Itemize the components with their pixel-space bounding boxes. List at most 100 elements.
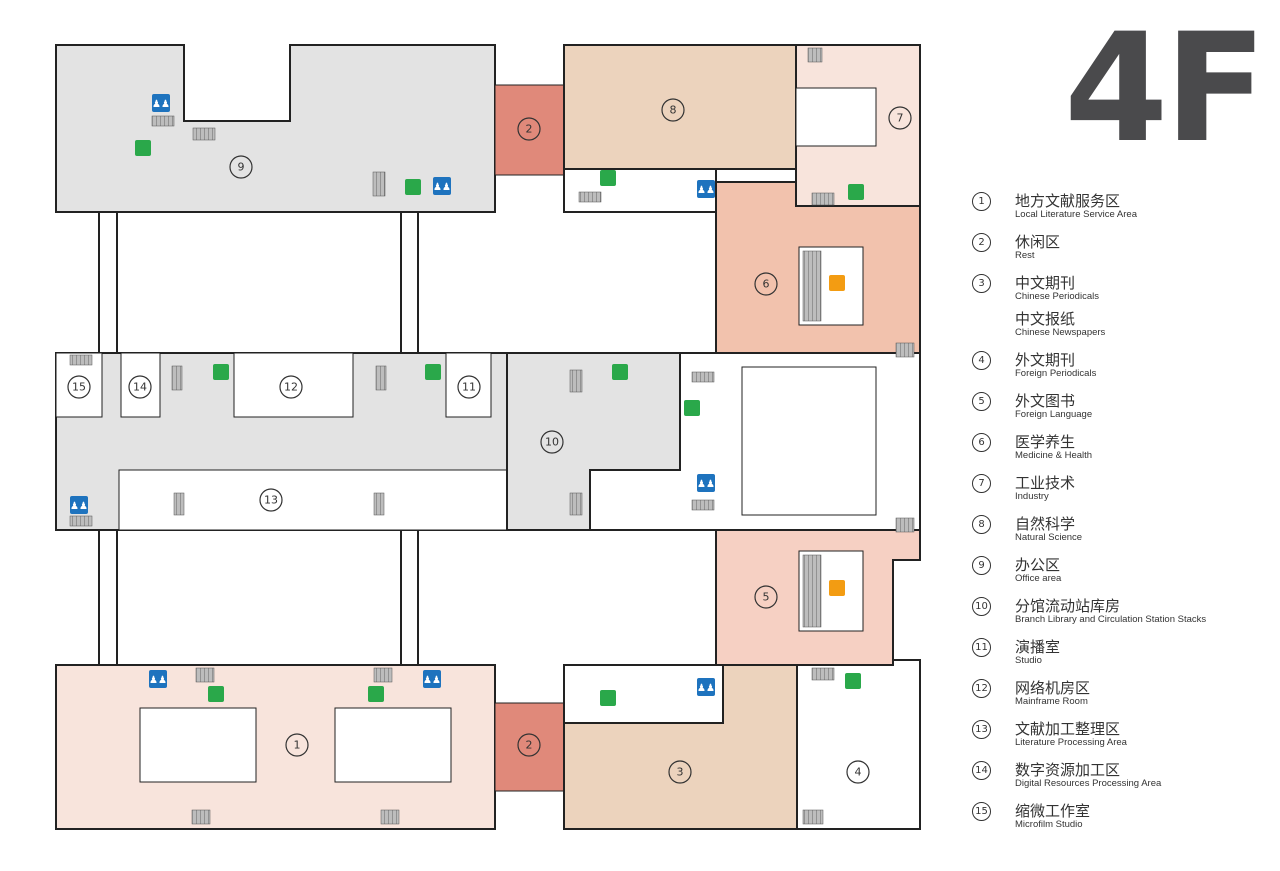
elevator-icons (135, 140, 864, 706)
floor-plan-map: ♟♟ ♟♟ ♟♟ ♟♟ ♟♟ ♟♟ ♟♟ ♟♟ (55, 44, 921, 830)
zone-12-marker (279, 375, 303, 399)
restroom-icon: ♟♟ (423, 670, 441, 688)
elevator-icon (845, 673, 861, 689)
legend-number: 15 (972, 802, 991, 821)
zone-15-marker (67, 375, 91, 399)
legend-label-en: Medicine & Health (1015, 450, 1093, 461)
zone-12-label: 12 (284, 381, 298, 394)
legend-label-en: Branch Library and Circulation Station S… (1015, 614, 1207, 625)
svg-text:♟♟: ♟♟ (697, 683, 715, 694)
zone-4-marker (846, 760, 870, 784)
legend-label-zh: 缩微工作室 (1015, 802, 1091, 820)
zone-4-area[interactable] (796, 659, 921, 830)
legend-number: 1 (972, 192, 991, 211)
zone-2-bottom-label: 2 (526, 739, 533, 752)
legend-label-en: Office area (1015, 573, 1062, 584)
zone-markers (67, 98, 912, 784)
legend-label-zh: 中文报纸 (1015, 310, 1076, 328)
zone-13-label: 13 (264, 494, 278, 507)
legend-label-zh: 演播室 (1015, 638, 1061, 656)
legend-number: 3 (972, 274, 991, 293)
legend-label-en: Chinese Periodicals (1015, 291, 1099, 302)
svg-text:♟♟: ♟♟ (149, 675, 167, 686)
legend-label-en: Digital Resources Processing Area (1015, 778, 1162, 789)
zone-3-marker (668, 760, 692, 784)
zone-7-label: 7 (897, 112, 904, 125)
legend-number: 12 (972, 679, 991, 698)
escalator-icon (829, 580, 845, 596)
zone-8-marker (661, 98, 685, 122)
zone-14-label: 14 (133, 381, 147, 394)
legend-label-en: Microfilm Studio (1015, 819, 1083, 830)
legend-number: 7 (972, 474, 991, 493)
svg-text:♟♟: ♟♟ (697, 185, 715, 196)
restroom-icons: ♟♟ ♟♟ ♟♟ ♟♟ ♟♟ ♟♟ ♟♟ ♟♟ (70, 94, 715, 696)
elevator-icon (405, 179, 421, 195)
legend-number: 6 (972, 433, 991, 452)
svg-text:♟♟: ♟♟ (697, 479, 715, 490)
zone-14-marker (128, 375, 152, 399)
zone-5-label: 5 (763, 591, 770, 604)
elevator-icon (425, 364, 441, 380)
legend-label-en: Industry (1015, 491, 1049, 502)
zone-6-label: 6 (763, 278, 770, 291)
zone-9-label: 9 (238, 161, 245, 174)
stairs-group (69, 47, 915, 825)
zone-8-label: 8 (670, 104, 677, 117)
legend-label-zh: 工业技术 (1015, 474, 1076, 492)
restroom-icon: ♟♟ (149, 670, 167, 688)
zone-4-label: 4 (855, 766, 862, 779)
legend-label-zh: 数字资源加工区 (1015, 761, 1121, 779)
legend-label-en: Local Literature Service Area (1015, 209, 1137, 220)
legend-label-en: Foreign Language (1015, 409, 1093, 420)
legend-number: 14 (972, 761, 991, 780)
restroom-icon: ♟♟ (152, 94, 170, 112)
zone-6-marker (754, 272, 778, 296)
legend-label-en: Literature Processing Area (1015, 737, 1127, 748)
zone-11-area[interactable] (445, 352, 492, 418)
legend-number: 2 (972, 233, 991, 252)
zone-9-marker (229, 155, 253, 179)
zone-2-bottom-marker (517, 733, 541, 757)
zone-13-marker (259, 488, 283, 512)
restroom-icon: ♟♟ (697, 474, 715, 492)
zone-2-top-area[interactable] (494, 84, 565, 176)
legend-number: 13 (972, 720, 991, 739)
legend-number: 9 (972, 556, 991, 575)
elevator-icon (600, 170, 616, 186)
zone-10-marker (540, 430, 564, 454)
legend-label-en: Rest (1015, 250, 1035, 261)
zone-12-area[interactable] (233, 352, 354, 418)
elevator-icon (213, 364, 229, 380)
restroom-icon: ♟♟ (697, 678, 715, 696)
elevator-icon (368, 686, 384, 702)
restroom-icon: ♟♟ (70, 496, 88, 514)
legend-label-en: Mainframe Room (1015, 696, 1088, 707)
legend-number: 4 (972, 351, 991, 370)
legend-number: 8 (972, 515, 991, 534)
svg-text:♟♟: ♟♟ (152, 99, 170, 110)
zone-3-label: 3 (677, 766, 684, 779)
legend-label-en: Natural Science (1015, 532, 1083, 543)
elevator-icon (612, 364, 628, 380)
restroom-icon: ♟♟ (433, 177, 451, 195)
svg-text:♟♟: ♟♟ (70, 501, 88, 512)
elevator-icon (848, 184, 864, 200)
zone-15-label: 15 (72, 381, 86, 394)
zone-8-area[interactable] (563, 44, 797, 170)
legend-label-en: Foreign Periodicals (1015, 368, 1097, 379)
legend-label-zh: 网络机房区 (1015, 679, 1091, 697)
legend-label-zh: 外文图书 (1015, 392, 1076, 410)
legend-label-zh: 自然科学 (1015, 515, 1076, 533)
legend-label-en: Chinese Newspapers (1015, 327, 1106, 338)
legend-label-zh: 中文期刊 (1015, 274, 1076, 292)
zone-1-label: 1 (294, 739, 301, 752)
zone-1-marker (285, 733, 309, 757)
elevator-icon (600, 690, 616, 706)
elevator-icon (684, 400, 700, 416)
legend-number: 11 (972, 638, 991, 657)
legend-label-zh: 休闲区 (1015, 233, 1061, 251)
zone-14-area[interactable] (120, 352, 161, 418)
zone-9-area[interactable] (55, 44, 496, 213)
zone-2-bottom-area[interactable] (494, 702, 565, 792)
